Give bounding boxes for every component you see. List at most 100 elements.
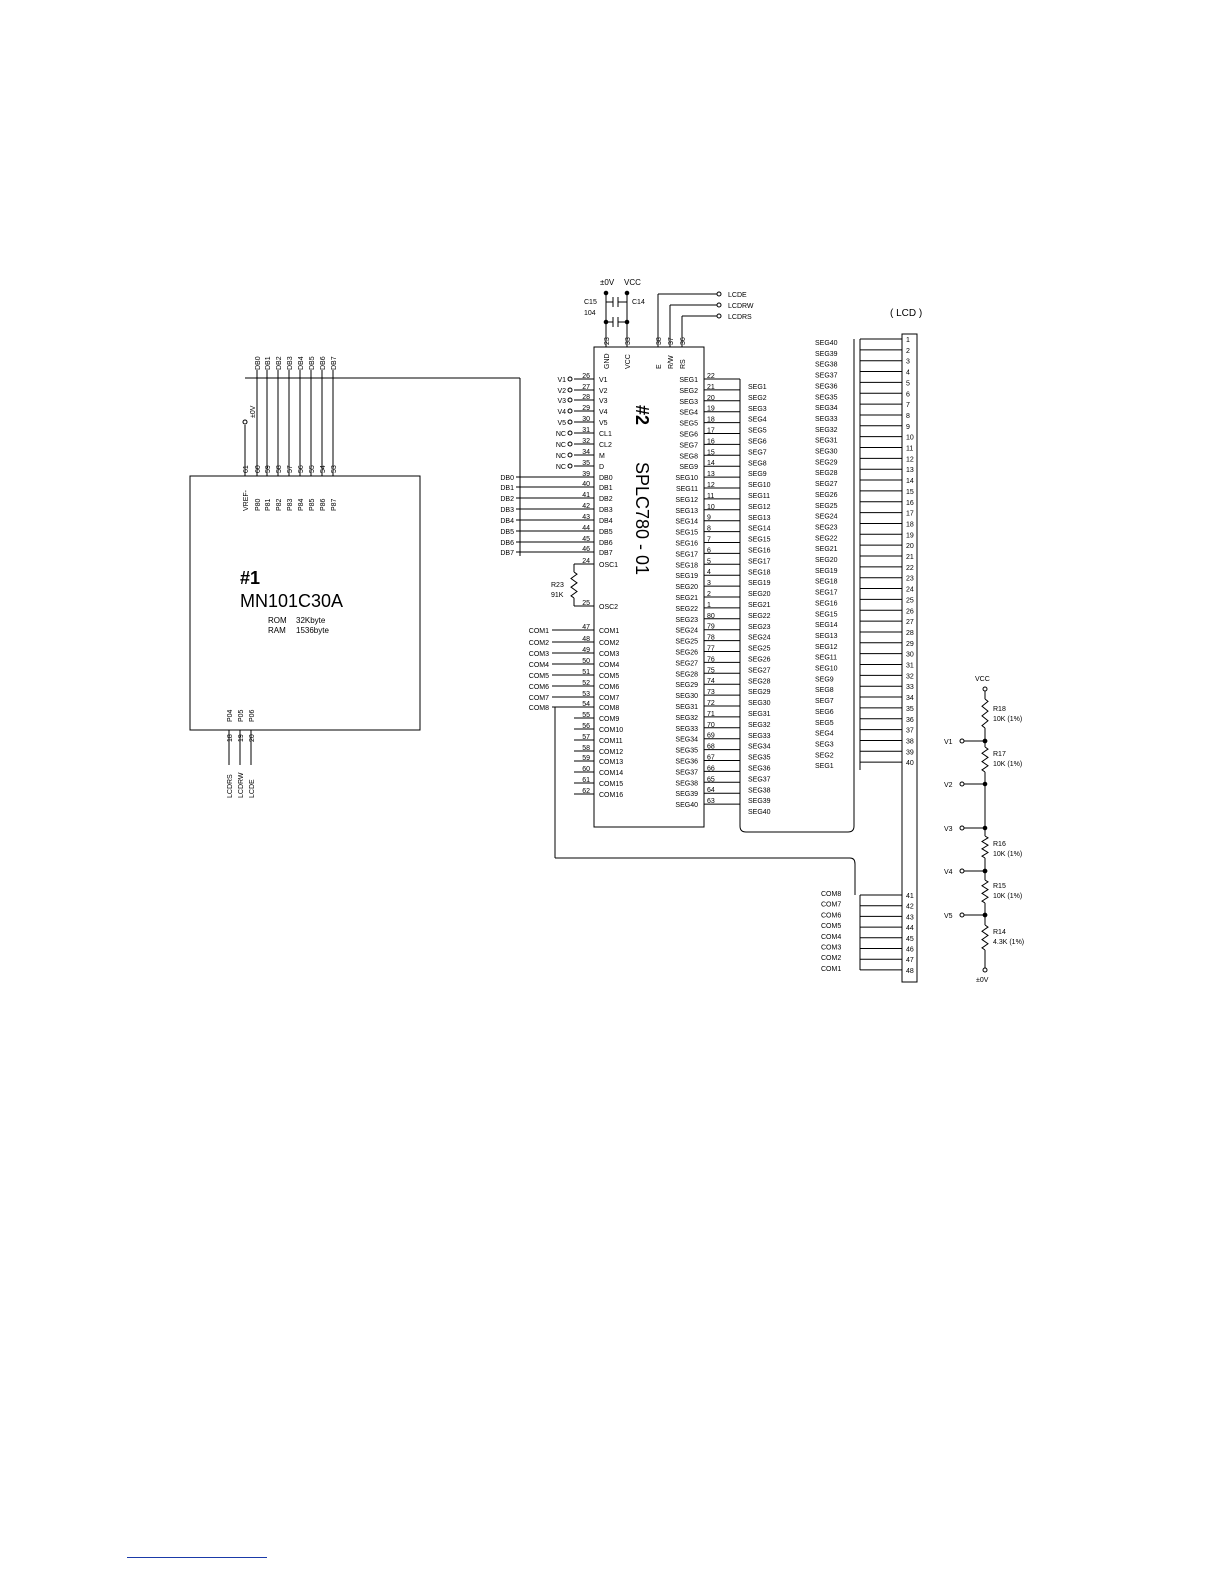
driver-right-net: SEG13 [748, 515, 771, 522]
driver-right-pin-name: SEG30 [675, 693, 698, 700]
lcd-com-net: COM4 [821, 934, 841, 941]
lcd-seg-num: 30 [906, 652, 914, 659]
divider-node-terminal [959, 825, 965, 831]
driver-right-pin-name: SEG17 [675, 551, 698, 558]
lcd-connector: ( LCD ) [890, 308, 922, 983]
lcd-com-num: 43 [906, 914, 914, 921]
driver-right-pin-name: SEG8 [679, 453, 698, 460]
driver-left-net: DB1 [500, 485, 514, 492]
driver-left-pin-num: 28 [582, 394, 590, 401]
driver-left-net: COM8 [529, 705, 549, 712]
lcd-seg-net: SEG31 [815, 438, 838, 445]
mcu-bottom-pin-num: 19 [238, 734, 245, 742]
driver-left-pin-name: DB6 [599, 540, 613, 547]
driver-left-pin-num: 57 [582, 734, 590, 741]
lcd-com-net: COM1 [821, 966, 841, 973]
cap-node [624, 319, 630, 325]
driver-right-pin-name: SEG21 [675, 595, 698, 602]
v-terminal [567, 397, 573, 403]
driver-top-pin-name: VCC [625, 354, 632, 369]
mcu-top-pin-name: P86 [320, 498, 327, 511]
lcd-seg-num: 3 [906, 359, 910, 366]
driver-chip: #2 SPLC780 - 01 [593, 346, 705, 828]
driver-right-net: SEG21 [748, 602, 771, 609]
divider-resistor-name: R18 [993, 706, 1006, 713]
driver-right-pin-num: 11 [707, 493, 714, 500]
control-net-label: LCDRS [728, 314, 752, 321]
lcd-seg-net: SEG21 [815, 546, 838, 553]
driver-left-pin-num: 55 [582, 712, 590, 719]
lcd-seg-num: 19 [906, 532, 914, 539]
lcd-seg-net: SEG26 [815, 492, 838, 499]
divider-resistor-value: 4.3K (1%) [993, 939, 1024, 946]
nc-terminal [567, 430, 573, 436]
driver-right-pin-name: SEG16 [675, 541, 698, 548]
driver-left-net: COM1 [529, 628, 549, 635]
driver-right-net: SEG33 [748, 733, 771, 740]
control-terminal [716, 291, 722, 297]
divider-resistor-name: R17 [993, 751, 1006, 758]
driver-left-net: COM5 [529, 673, 549, 680]
driver-right-net: SEG4 [748, 417, 767, 424]
driver-left-pin-num: 31 [582, 427, 590, 434]
driver-left-net: COM4 [529, 662, 549, 669]
lcd-com-net: COM8 [821, 891, 841, 898]
divider-node-dot [982, 738, 988, 744]
lcd-seg-num: 32 [906, 673, 914, 680]
lcd-seg-num: 26 [906, 608, 914, 615]
lcd-seg-net: SEG28 [815, 470, 838, 477]
driver-left-pin-num: 27 [582, 384, 590, 391]
driver-right-pin-num: 78 [707, 635, 715, 642]
mcu-top-pin-num: 53 [331, 465, 338, 473]
osc-res-value: 91K [551, 592, 564, 599]
driver-right-net: SEG17 [748, 558, 771, 565]
driver-right-pin-num: 10 [707, 504, 715, 511]
driver-right-pin-num: 66 [707, 765, 715, 772]
driver-right-pin-name: SEG7 [679, 442, 698, 449]
driver-right-pin-num: 79 [707, 624, 715, 631]
seg-bus-route [739, 339, 855, 833]
nc-terminal [567, 452, 573, 458]
lcd-seg-net: SEG19 [815, 568, 838, 575]
driver-right-pin-name: SEG24 [675, 628, 698, 635]
driver-left-pin-num: 25 [582, 600, 590, 607]
driver-left-net: V4 [557, 409, 566, 416]
divider-resistor-r18 [981, 698, 989, 729]
driver-left-net: COM7 [529, 695, 549, 702]
cap-vcc-label: VCC [624, 278, 641, 287]
lcd-seg-net: SEG4 [815, 731, 834, 738]
driver-right-pin-name: SEG5 [679, 421, 698, 428]
driver-top-pin-num: 38 [656, 337, 663, 345]
driver-right-net: SEG18 [748, 569, 771, 576]
driver-left-pin-name: DB1 [599, 485, 613, 492]
divider-node-terminal [959, 912, 965, 918]
driver-right-net: SEG11 [748, 493, 770, 500]
divider-bottom-terminal [982, 967, 988, 973]
lcd-seg-num: 36 [906, 717, 914, 724]
lcd-seg-net: SEG39 [815, 351, 838, 358]
mcu-top-pin-num: 58 [276, 465, 283, 473]
driver-left-pin-num: 34 [582, 449, 590, 456]
mcu-db-label: DB0 [255, 356, 262, 370]
lcd-seg-num: 27 [906, 619, 914, 626]
lcd-seg-net: SEG17 [815, 590, 838, 597]
driver-right-net: SEG6 [748, 439, 767, 446]
driver-left-pin-num: 60 [582, 766, 590, 773]
driver-left-pin-num: 39 [582, 471, 590, 478]
divider-node-dot [982, 868, 988, 874]
lcd-seg-num: 34 [906, 695, 914, 702]
driver-right-pin-name: SEG29 [675, 682, 698, 689]
driver-right-pin-num: 7 [707, 537, 711, 544]
mcu-top-pin-num: 57 [287, 465, 294, 473]
mcu-part: MN101C30A [240, 591, 343, 611]
driver-right-pin-num: 69 [707, 733, 715, 740]
driver-right-pin-num: 12 [707, 482, 715, 489]
driver-right-pin-num: 14 [707, 460, 715, 467]
lcd-seg-num: 12 [906, 456, 914, 463]
driver-right-pin-num: 65 [707, 776, 715, 783]
driver-left-net: COM2 [529, 640, 549, 647]
driver-right-pin-num: 20 [707, 395, 715, 402]
lcd-seg-net: SEG27 [815, 481, 838, 488]
driver-right-pin-num: 63 [707, 798, 715, 805]
lcd-seg-net: SEG35 [815, 394, 838, 401]
